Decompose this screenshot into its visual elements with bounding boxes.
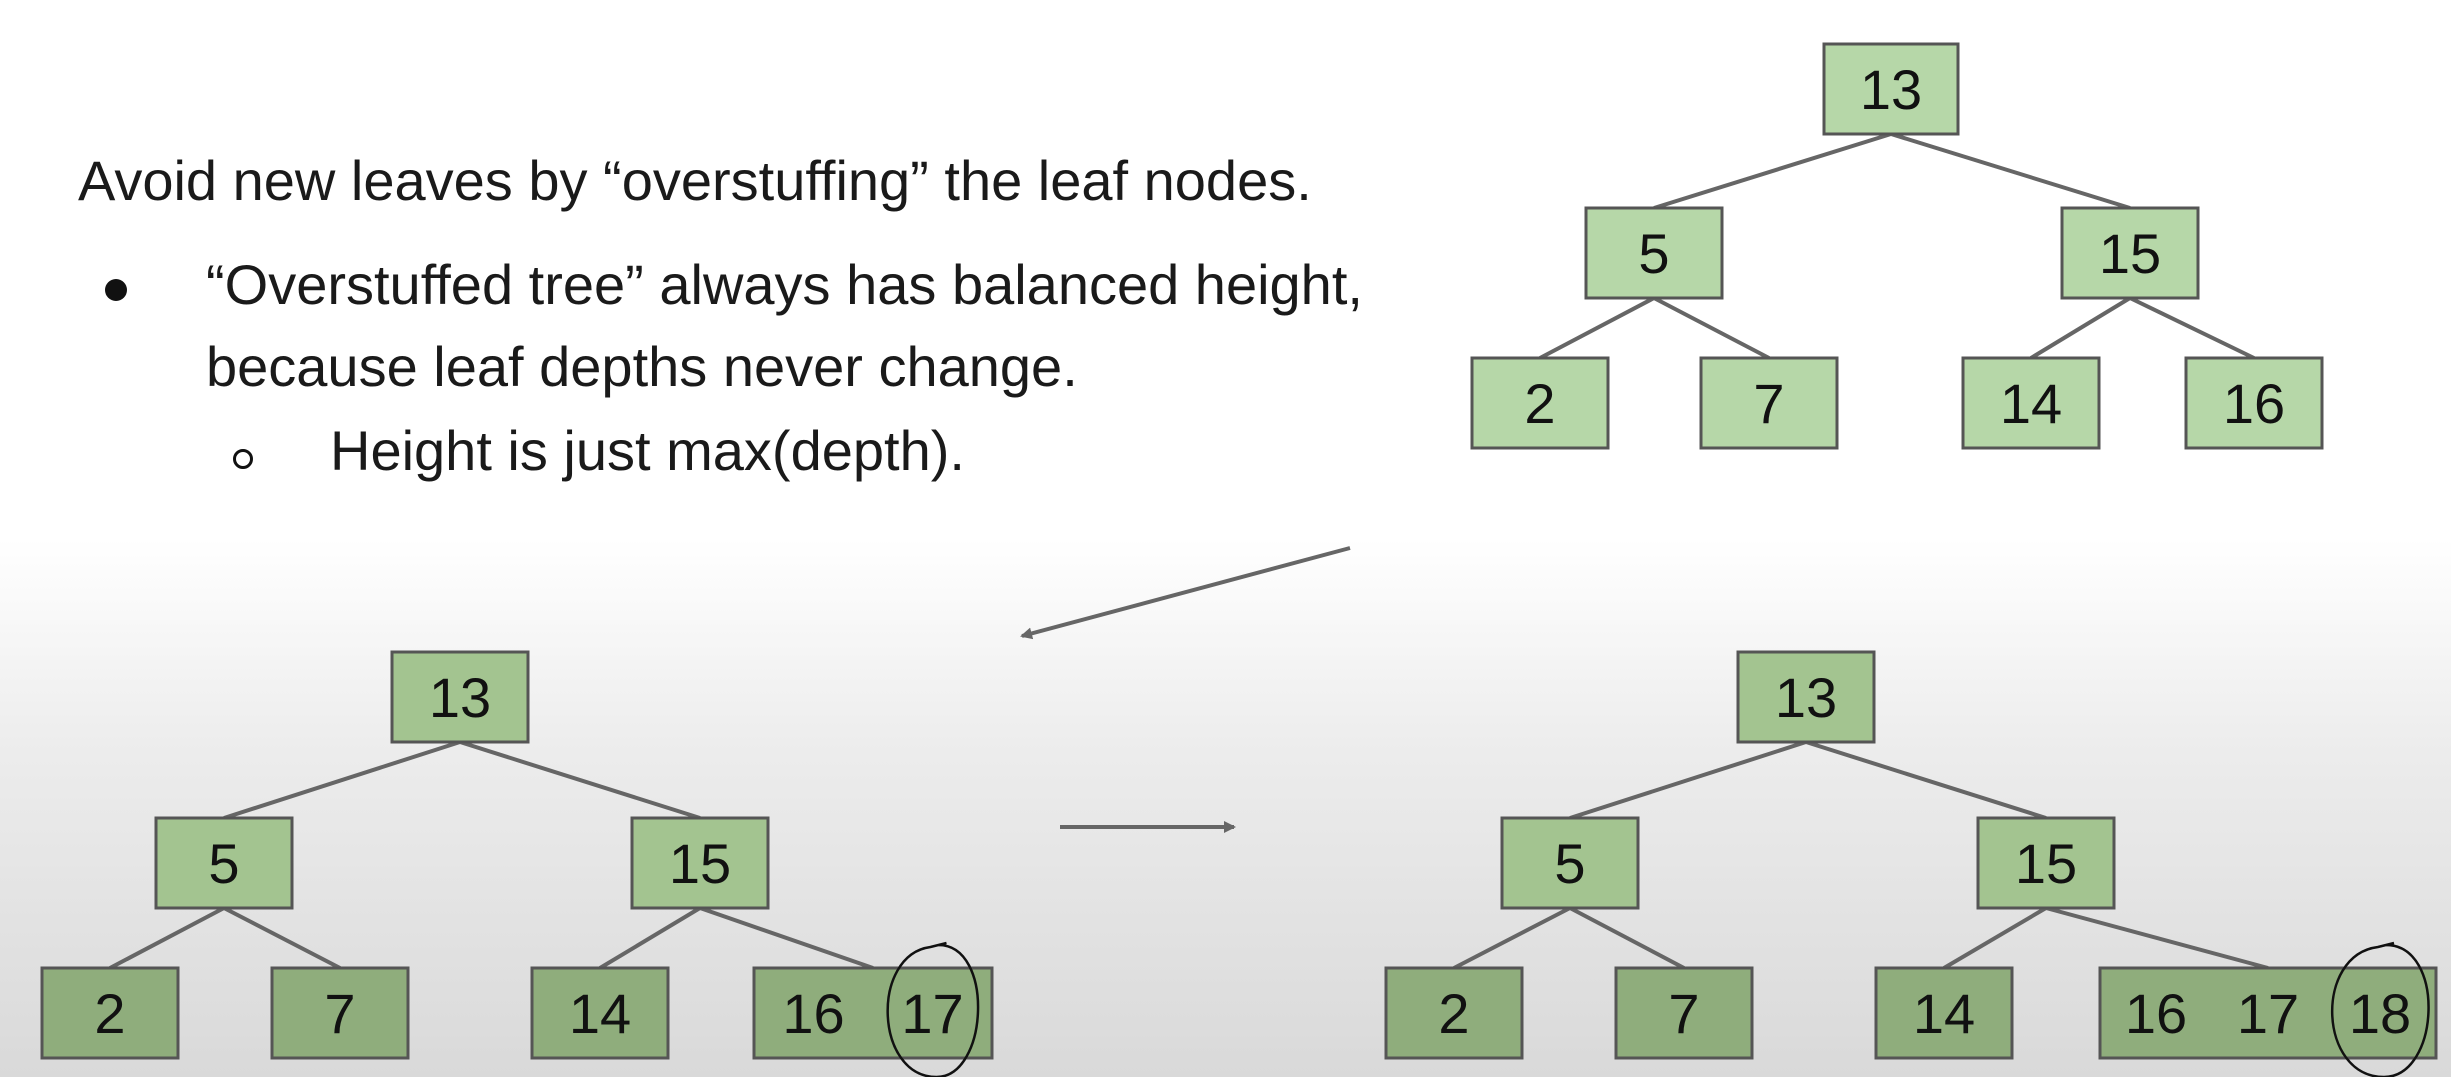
tree-original-edge-n13-n5 xyxy=(1653,132,1892,210)
tree-original-key-5: 5 xyxy=(1638,222,1669,285)
tree-after-insert-18-node-box-n15 xyxy=(1976,816,2116,910)
tree-after-insert-18-edge-n15-n161718 xyxy=(2045,906,2269,970)
tree-after-insert-17-node-box-n7 xyxy=(270,966,410,1060)
tree-original-key-16: 16 xyxy=(2223,372,2285,435)
tree-after-insert-18-node-box-n5 xyxy=(1500,816,1640,910)
tree-after-insert-17-key-7: 7 xyxy=(324,982,355,1045)
tree-original-edge-n5-n7 xyxy=(1653,296,1770,360)
tree-after-insert-18-key-14: 14 xyxy=(1913,982,1975,1045)
tree-original-node-box-n5 xyxy=(1584,206,1724,300)
tree-after-insert-17-node-n2: 2 xyxy=(40,966,180,1060)
sub-bullet-1-text: Height is just max(depth). xyxy=(330,419,965,482)
tree-after-insert-17-key-17: 17 xyxy=(901,982,963,1045)
tree-original-edge-n5-n2 xyxy=(1539,296,1655,360)
tree-after-insert-18-node-n5: 5 xyxy=(1500,816,1640,910)
sub-bullet-circle-icon xyxy=(233,449,253,469)
tree-after-insert-18-node-n7: 7 xyxy=(1614,966,1754,1060)
tree-after-insert-18-edge-n5-n2 xyxy=(1453,906,1571,970)
tree-after-insert-17-node-n7: 7 xyxy=(270,966,410,1060)
tree-original-edge-n15-n14 xyxy=(2029,296,2132,360)
tree-original-node-box-n16 xyxy=(2184,356,2324,450)
tree-after-insert-18-node-box-n2 xyxy=(1384,966,1524,1060)
tree-original-node-n14: 14 xyxy=(1961,356,2101,450)
tree-after-insert-17-edge-n15-n1617 xyxy=(699,906,874,970)
tree-original-key-13: 13 xyxy=(1860,58,1922,121)
tree-after-insert-18-key-5: 5 xyxy=(1554,832,1585,895)
tree-after-insert-17-node-n13: 13 xyxy=(390,650,530,744)
transition-arrow-diagonal xyxy=(1020,546,1351,640)
tree-after-insert-18-node-box-n13 xyxy=(1736,650,1876,744)
tree-after-insert-18-node-box-n161718 xyxy=(2098,966,2438,1060)
tree-original-edge-n15-n16 xyxy=(2129,296,2255,360)
tree-after-insert-18-node-n13: 13 xyxy=(1736,650,1876,744)
tree-after-insert-18-key-15: 15 xyxy=(2015,832,2077,895)
tree-after-insert-17-node-n14: 14 xyxy=(530,966,670,1060)
tree-after-insert-18-key-13: 13 xyxy=(1775,666,1837,729)
tree-after-insert-17-node-n5: 5 xyxy=(154,816,294,910)
tree-after-insert-18-node-n161718: 16 17 18 xyxy=(2098,966,2438,1060)
tree-after-insert-18-node-box-n14 xyxy=(1874,966,2014,1060)
tree-original-key-7: 7 xyxy=(1753,372,1784,435)
tree-original-key-15: 15 xyxy=(2099,222,2161,285)
tree-after-insert-18-edge-n13-n15 xyxy=(1805,740,2047,820)
tree-original-node-n13: 13 xyxy=(1822,42,1960,136)
tree-original-node-n15: 15 xyxy=(2060,206,2200,300)
tree-after-insert-17-key-15: 15 xyxy=(669,832,731,895)
tree-after-insert-18-node-n15: 15 xyxy=(1976,816,2116,910)
tree-after-insert-17-node-box-n5 xyxy=(154,816,294,910)
tree-after-insert-17-key-5: 5 xyxy=(208,832,239,895)
tree-original-node-n5: 5 xyxy=(1584,206,1724,300)
tree-original-node-box-n14 xyxy=(1961,356,2101,450)
bullet-1-line-1: “Overstuffed tree” always has balanced h… xyxy=(206,253,1363,316)
arrows-layer xyxy=(1020,546,1351,833)
tree-after-insert-18-key-7: 7 xyxy=(1668,982,1699,1045)
tree-original-key-14: 14 xyxy=(2000,372,2062,435)
tree-original-node-box-n15 xyxy=(2060,206,2200,300)
tree-after-insert-18-edge-n5-n7 xyxy=(1569,906,1685,970)
tree-after-insert-17-node-n15: 15 xyxy=(630,816,770,910)
tree-after-insert-18-node-n2: 2 xyxy=(1384,966,1524,1060)
tree-after-insert-18-key-17: 17 xyxy=(2237,982,2299,1045)
tree-original-key-2: 2 xyxy=(1524,372,1555,435)
bullet-1-line-2: because leaf depths never change. xyxy=(206,335,1078,398)
tree-after-insert-17-node-box-n1617 xyxy=(752,966,994,1060)
tree-after-insert-18-node-n14: 14 xyxy=(1874,966,2014,1060)
tree-original-edge-n13-n15 xyxy=(1890,132,2131,210)
tree-original-node-n16: 16 xyxy=(2184,356,2324,450)
tree-original-node-n2: 2 xyxy=(1470,356,1610,450)
tree-after-insert-18-edge-n15-n14 xyxy=(1942,906,2048,970)
tree-original-node-box-n2 xyxy=(1470,356,1610,450)
tree-after-insert-17-node-box-n2 xyxy=(40,966,180,1060)
tree-after-insert-17-edge-n13-n15 xyxy=(459,740,701,820)
tree-after-insert-17-edge-n5-n7 xyxy=(223,906,341,970)
tree-after-insert-17-edge-n5-n2 xyxy=(109,906,225,970)
tree-after-insert-17-key-2: 2 xyxy=(94,982,125,1045)
tree-after-insert-17-key-13: 13 xyxy=(429,666,491,729)
headline: Avoid new leaves by “overstuffing” the l… xyxy=(78,149,1312,212)
tree-after-insert-17-node-box-n13 xyxy=(390,650,530,744)
tree-original-node-n7: 7 xyxy=(1699,356,1839,450)
tree-after-insert-17-edge-n13-n5 xyxy=(223,740,461,820)
tree-after-insert-17-edge-n15-n14 xyxy=(598,906,702,970)
bullet-dot-icon xyxy=(105,279,127,301)
tree-after-insert-17-key-14: 14 xyxy=(569,982,631,1045)
tree-after-insert-18-key-2: 2 xyxy=(1438,982,1469,1045)
tree-after-insert-17-key-16: 16 xyxy=(782,982,844,1045)
tree-original-node-box-n7 xyxy=(1699,356,1839,450)
tree-original-node-box-n13 xyxy=(1822,42,1960,136)
tree-after-insert-18-key-16: 16 xyxy=(2125,982,2187,1045)
tree-after-insert-17-node-box-n14 xyxy=(530,966,670,1060)
tree-after-insert-18-node-box-n7 xyxy=(1614,966,1754,1060)
tree-after-insert-18-edge-n13-n5 xyxy=(1569,740,1807,820)
edges-layer xyxy=(109,132,2269,970)
tree-after-insert-18-key-18: 18 xyxy=(2349,982,2411,1045)
tree-after-insert-17-node-box-n15 xyxy=(630,816,770,910)
